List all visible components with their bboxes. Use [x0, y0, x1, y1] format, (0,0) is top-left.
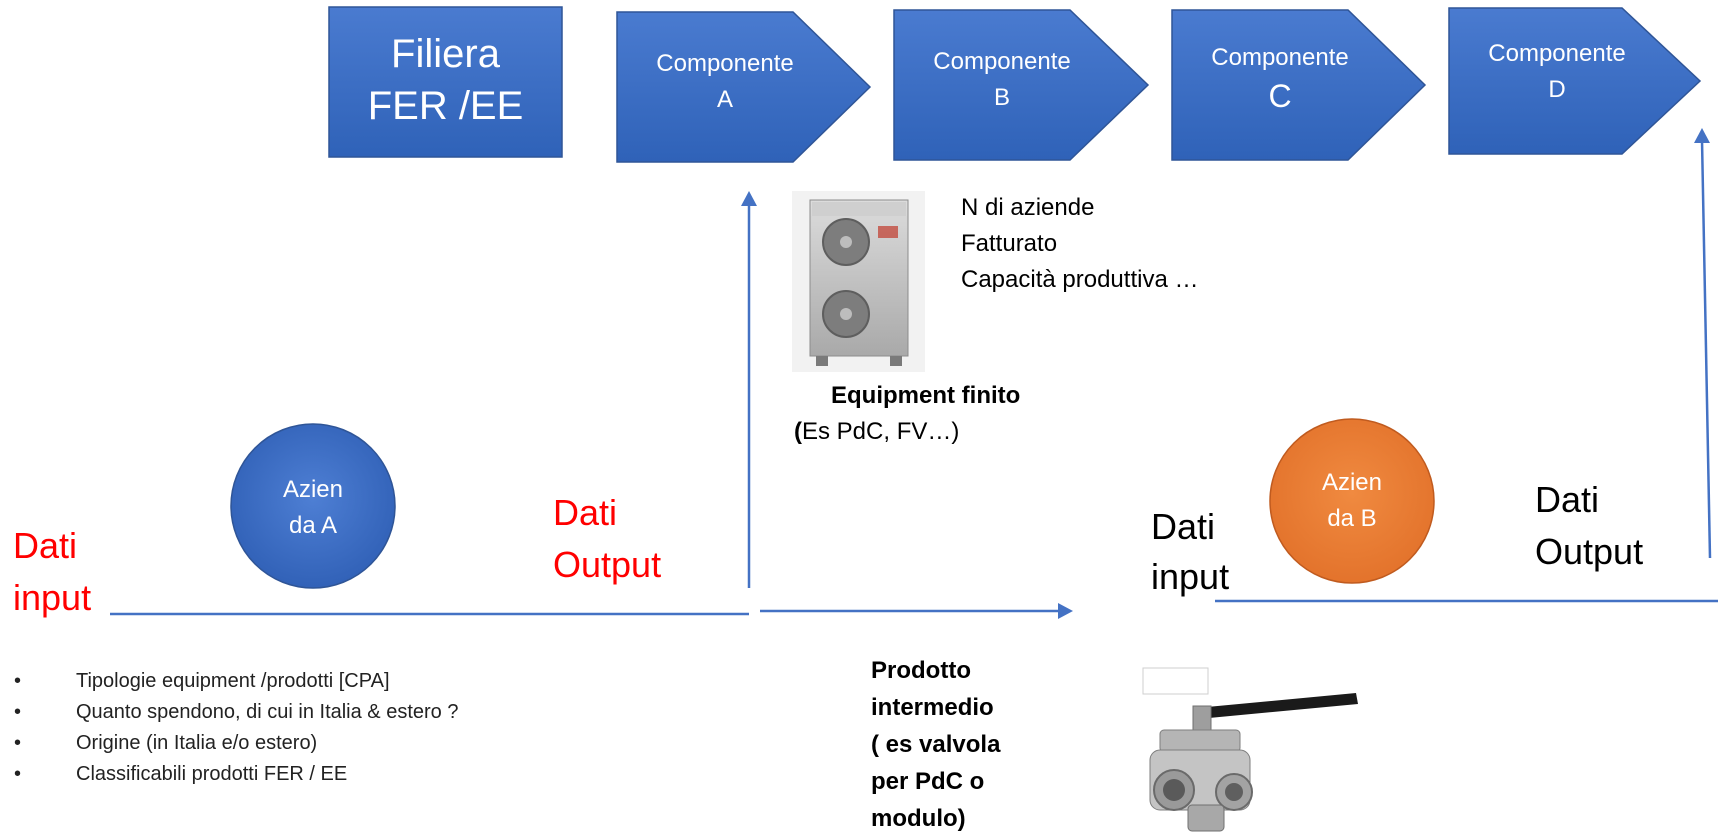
component-c-shape	[1171, 9, 1427, 161]
component-d-line2: D	[1548, 76, 1566, 103]
metric-fatturato: Fatturato	[961, 230, 1058, 257]
equipment-subtitle: (Es PdC, FV…)	[794, 414, 1094, 450]
company-a-circle	[230, 423, 396, 589]
intermediate-line1: Prodotto	[871, 657, 971, 684]
arrow-head-up-component-d	[1694, 128, 1710, 143]
arrow-head-up-component-a	[741, 191, 757, 206]
company-a-output-line1: Dati	[553, 492, 618, 533]
company-a-input-line1: Dati	[13, 525, 78, 566]
flow-arrow-head-middle	[1058, 603, 1073, 619]
list-item: Classificabili prodotti FER / EE	[14, 759, 774, 790]
filiera-line1: Filiera	[391, 32, 500, 76]
component-a-shape	[616, 11, 872, 163]
company-b-output-line1: Dati	[1535, 479, 1600, 520]
equipment-label: Equipment finito (Es PdC, FV…)	[794, 378, 1094, 450]
component-b-label: Componente B	[902, 44, 1102, 116]
metric-aziende: N di aziende	[961, 194, 1095, 221]
component-b-line2: B	[993, 84, 1010, 111]
filiera-line2: FER /EE	[367, 84, 524, 128]
company-a-label: Azien da A	[231, 472, 395, 544]
intermediate-line4: per PdC o	[871, 768, 985, 795]
list-item: Tipologie equipment /prodotti [CPA]	[14, 666, 774, 697]
component-d-line1: Componente	[1488, 40, 1626, 67]
equipment-title: Equipment finito	[831, 382, 1021, 409]
equipment-subtitle-paren: (	[794, 418, 802, 445]
component-b-shape	[893, 9, 1150, 161]
company-a-line2: da A	[288, 512, 338, 539]
component-d-label: Componente D	[1457, 36, 1657, 108]
company-b-label: Azien da B	[1270, 465, 1434, 537]
company-a-input-line2: input	[13, 577, 92, 618]
component-a-label: Componente A	[625, 46, 825, 118]
component-a-line2: A	[716, 86, 733, 113]
company-b-line2: da B	[1327, 505, 1377, 532]
heat-pump-image	[792, 191, 925, 372]
intermediate-line2: intermedio	[871, 694, 994, 721]
component-c-line1: Componente	[1211, 44, 1349, 71]
company-b-input-line1: Dati	[1151, 506, 1216, 547]
intermediate-line5: modulo)	[871, 805, 966, 832]
intermediate-product-label: Prodotto intermedio ( es valvola per PdC…	[871, 652, 1071, 837]
company-b-circle	[1269, 418, 1435, 584]
valve-image	[1142, 667, 1358, 832]
company-a-line1: Azien	[282, 476, 344, 503]
intermediate-line3: ( es valvola	[871, 731, 1001, 758]
component-b-line1: Componente	[933, 48, 1071, 75]
company-a-input-label: Dati input	[13, 520, 91, 624]
component-c-label: Componente C	[1180, 42, 1380, 118]
input-questions-list: Tipologie equipment /prodotti [CPA] Quan…	[14, 666, 774, 790]
component-a-line1: Componente	[656, 50, 794, 77]
component-c-line2: C	[1268, 78, 1292, 114]
company-a-output-label: Dati Output	[553, 487, 661, 591]
filiera-label: Filiera FER /EE	[329, 28, 562, 132]
list-item: Origine (in Italia e/o estero)	[14, 728, 774, 759]
arrow-up-component-d	[1700, 139, 1712, 559]
equipment-subtitle-text: Es PdC, FV…)	[802, 418, 960, 445]
company-a-output-line2: Output	[553, 544, 662, 585]
metric-capacita: Capacità produttiva …	[961, 266, 1199, 293]
company-b-input-line2: input	[1151, 556, 1230, 597]
filiera-box	[328, 6, 563, 158]
component-d-shape	[1448, 7, 1702, 155]
company-b-output-label: Dati Output	[1535, 474, 1643, 578]
company-b-input-label: Dati input	[1151, 502, 1229, 602]
list-item: Quanto spendono, di cui in Italia & este…	[14, 697, 774, 728]
company-b-output-line2: Output	[1535, 531, 1644, 572]
equipment-metrics: N di aziende Fatturato Capacità produtti…	[961, 190, 1341, 298]
company-b-line1: Azien	[1321, 469, 1383, 496]
